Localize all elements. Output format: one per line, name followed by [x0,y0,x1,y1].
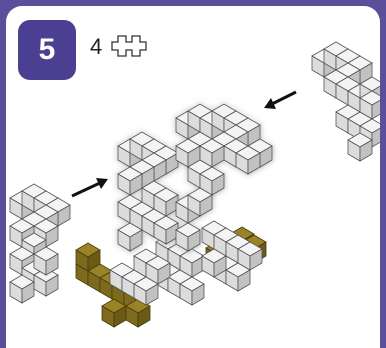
highlighted-new-pieces [118,104,272,251]
right-direction-arrow-icon [264,92,296,109]
left-incoming-piece [10,184,70,303]
right-incoming-piece [312,42,380,161]
assembly-illustration [6,6,380,348]
left-direction-arrow-icon [72,178,108,196]
instruction-panel: 5 4 [6,6,380,348]
